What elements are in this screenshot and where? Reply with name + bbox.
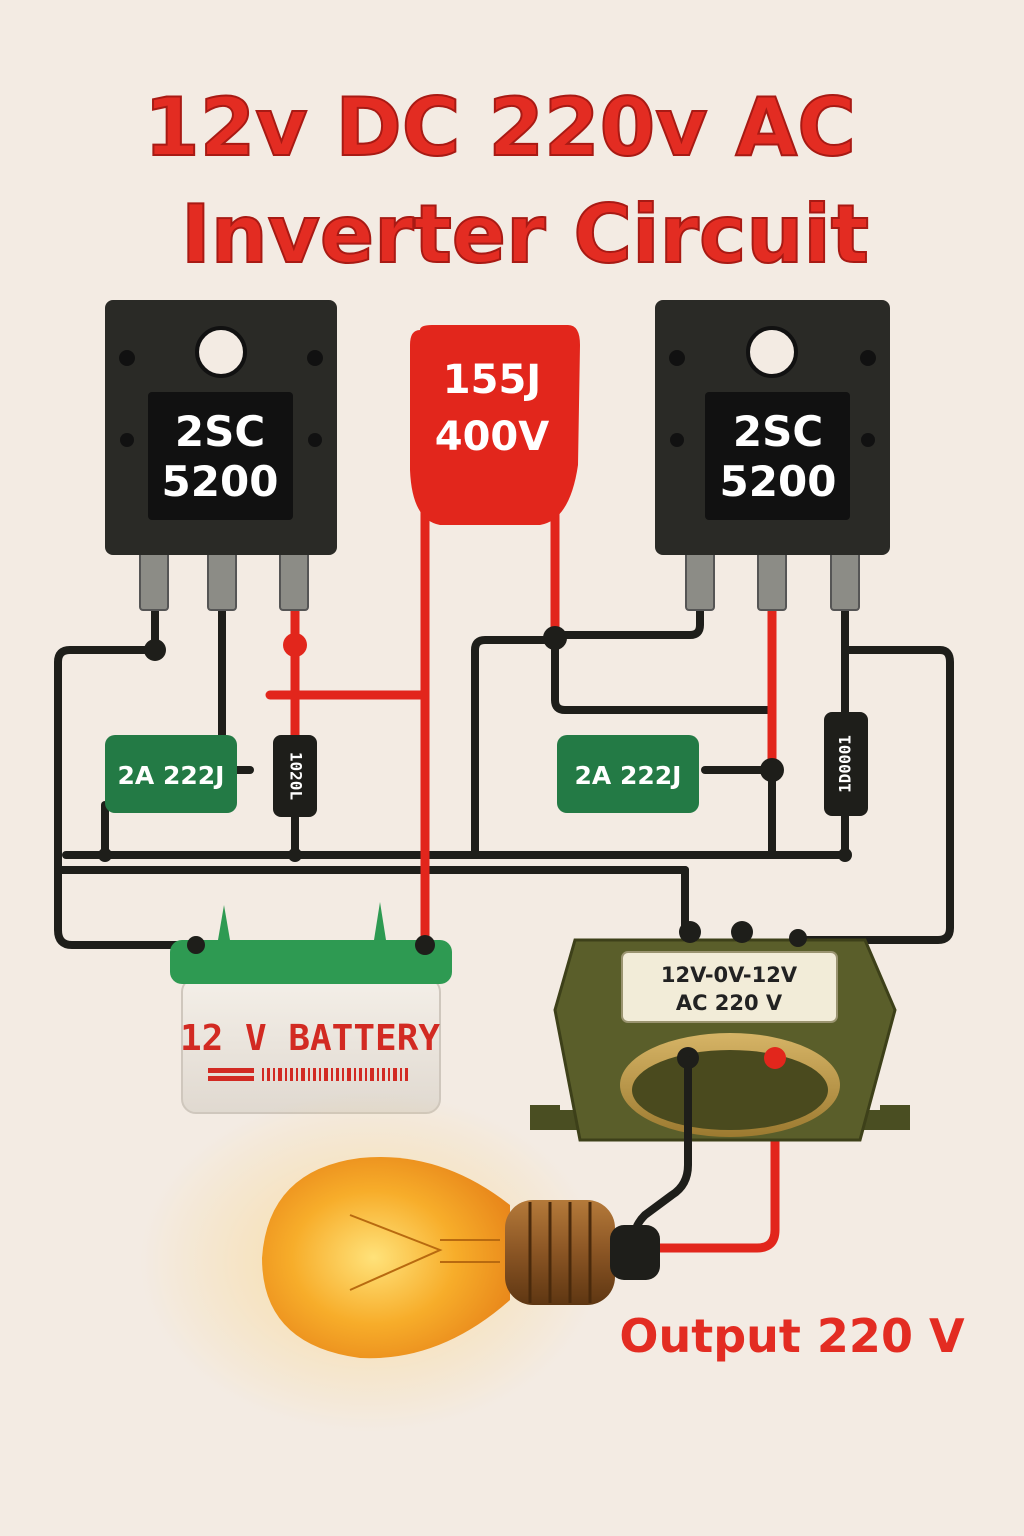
resistor-right: 1D0001 xyxy=(824,712,868,816)
transformer-label-2: AC 220 V xyxy=(676,991,783,1015)
junctions xyxy=(98,626,852,862)
transistor-right: 2SC 5200 xyxy=(655,300,890,611)
battery: 12 V BATTERY xyxy=(170,902,452,1114)
capacitor-main-label-1: 155J xyxy=(443,357,541,403)
transistor-left-label-2: 5200 xyxy=(162,457,279,506)
transistor-right-label-1: 2SC xyxy=(733,407,823,456)
transformer: 12V-0V-12V AC 220 V xyxy=(530,921,910,1142)
title-line-1: 12v DC 220v AC xyxy=(144,81,856,174)
transistor-left-label-1: 2SC xyxy=(175,407,265,456)
capacitor-main-label-2: 400V xyxy=(435,414,549,460)
title-line-2: Inverter Circuit xyxy=(181,188,869,281)
battery-label: 12 V BATTERY xyxy=(180,1018,440,1059)
light-bulb xyxy=(140,1092,660,1432)
battery-barcode xyxy=(262,1068,408,1081)
transformer-label-1: 12V-0V-12V xyxy=(661,963,798,987)
transistor-right-label-2: 5200 xyxy=(720,457,837,506)
capacitor-right-222j: 2A 222J xyxy=(557,735,699,813)
output-label: Output 220 V xyxy=(619,1309,965,1363)
capacitor-155j: 155J 400V xyxy=(410,325,580,525)
capacitor-left-label: 2A 222J xyxy=(118,761,225,790)
resistor-left: 1020L xyxy=(273,735,317,817)
resistor-left-label: 1020L xyxy=(287,752,306,800)
capacitor-right-label: 2A 222J xyxy=(575,761,682,790)
resistor-right-label: 1D0001 xyxy=(836,735,855,793)
transistor-left: 2SC 5200 xyxy=(105,300,337,611)
red-wiring xyxy=(265,495,780,1253)
capacitor-left-222j: 2A 222J xyxy=(105,735,237,813)
